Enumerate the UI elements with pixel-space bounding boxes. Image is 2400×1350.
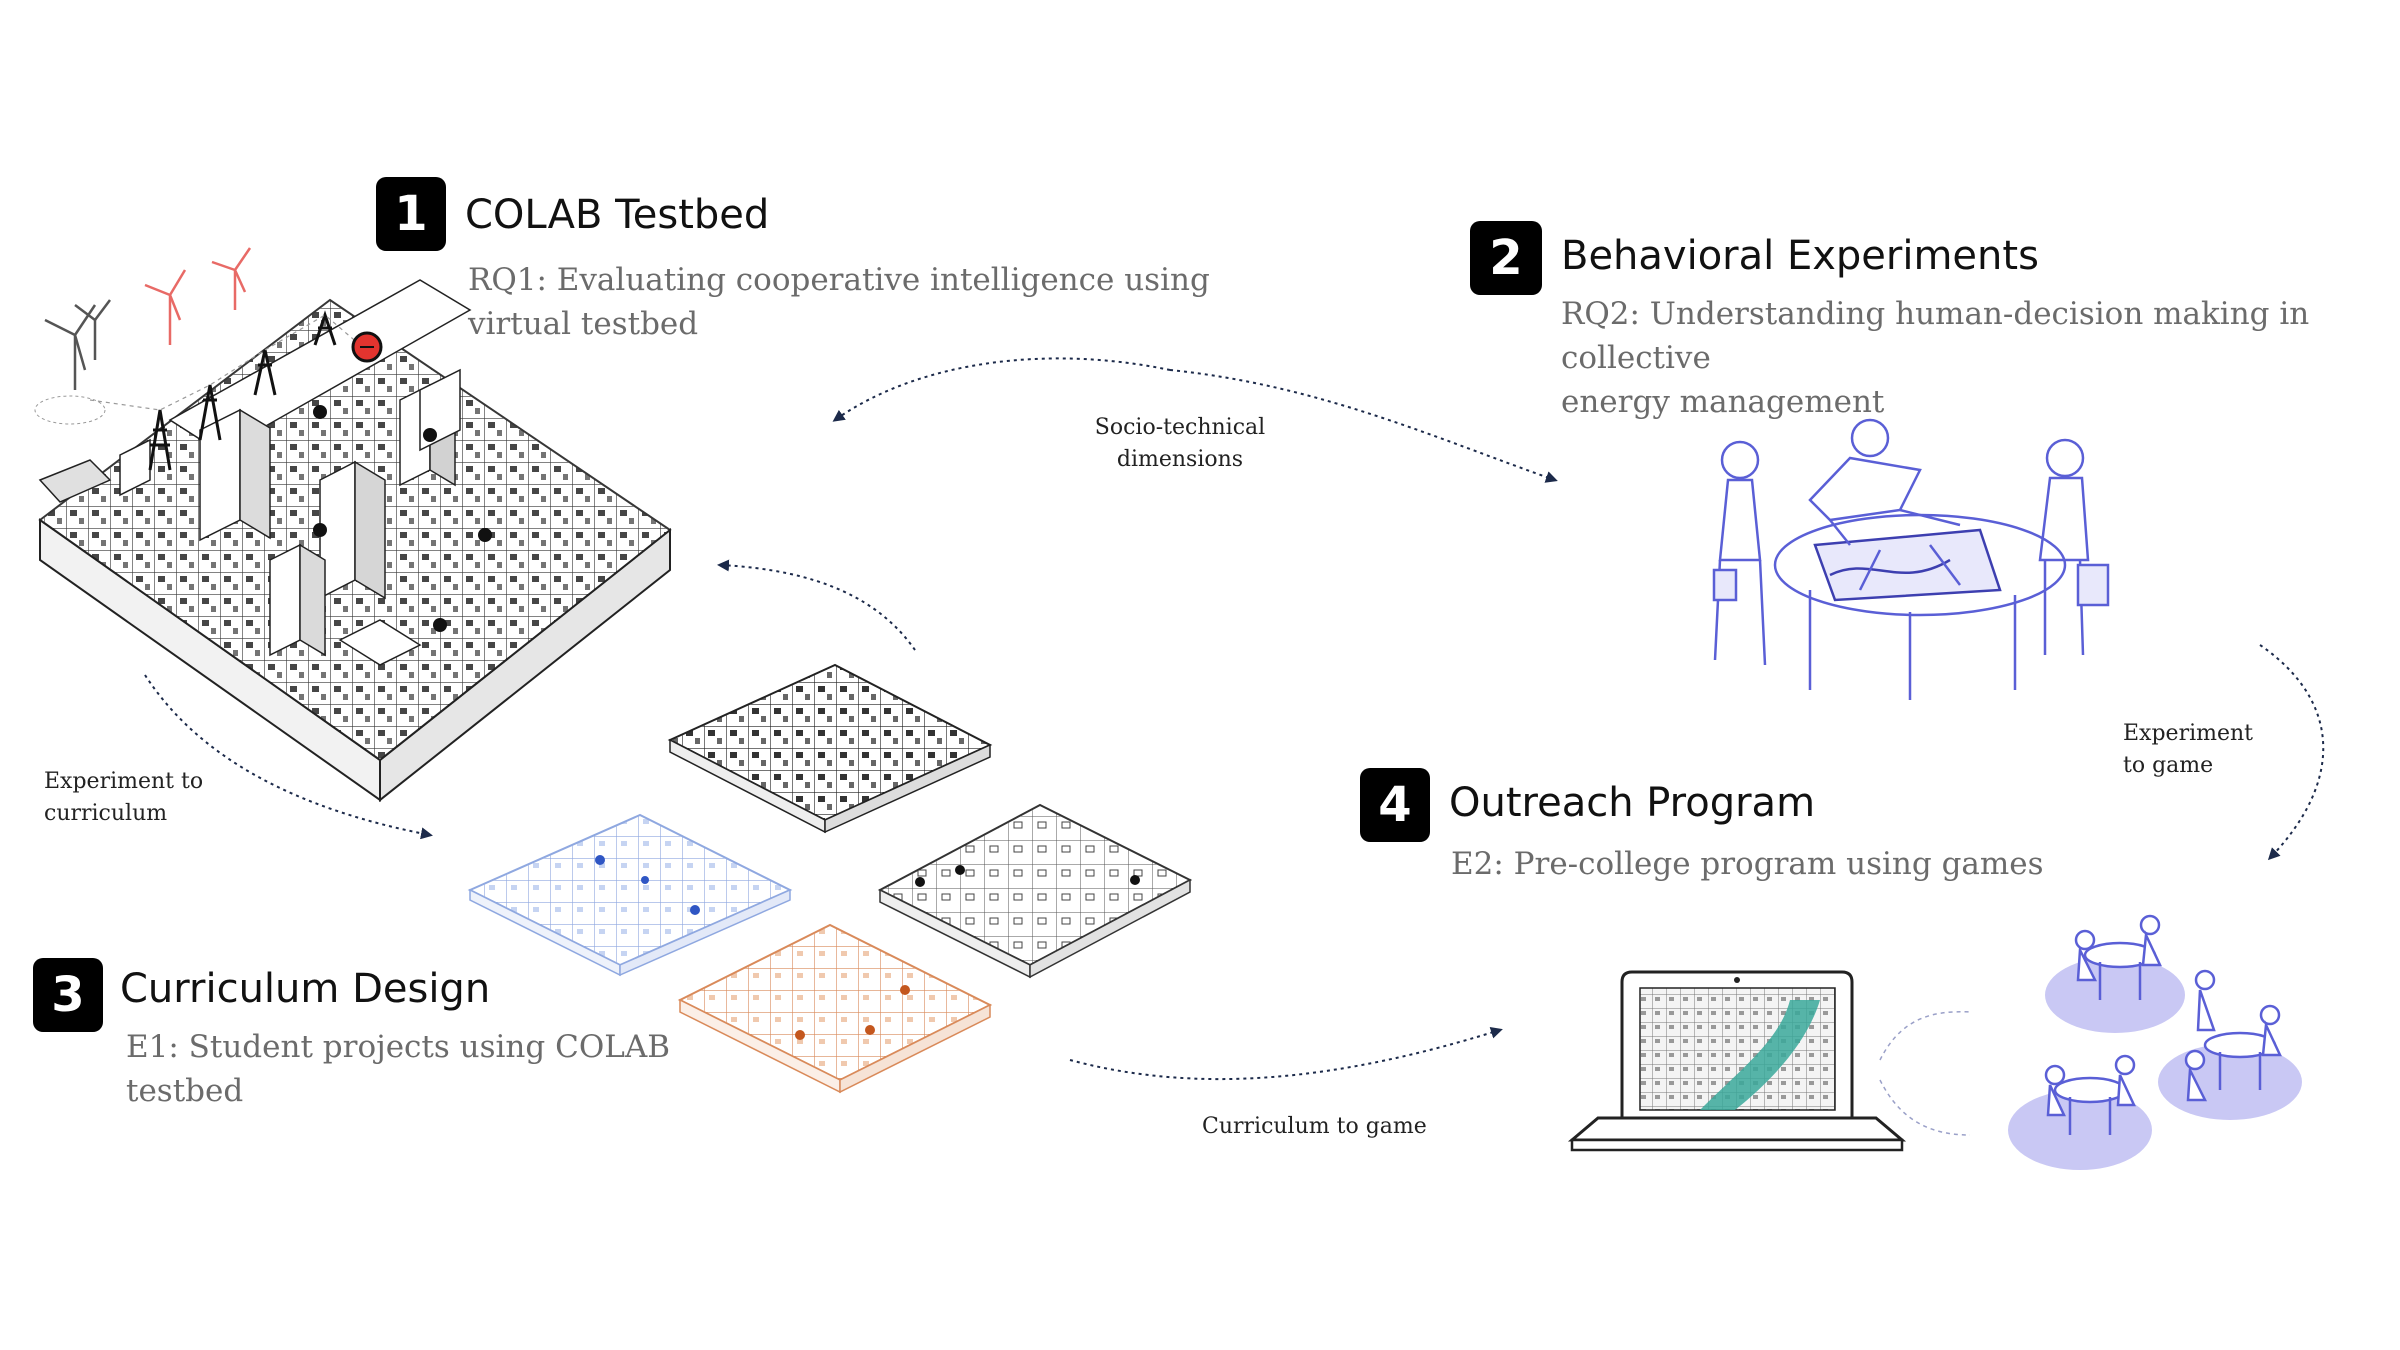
experiment-to-curriculum-label: Experiment to curriculum <box>44 766 203 830</box>
socio-technical-line2: dimensions <box>1116 447 1244 472</box>
curriculum-tiles-illustration <box>467 663 1193 1094</box>
behavioral-experiments-subtitle: RQ2: Understanding human-decision making… <box>1561 292 2400 424</box>
curriculum-design-title: Curriculum Design <box>120 966 491 1012</box>
curriculum-design-subtitle: E1: Student projects using COLAB testbed <box>126 1025 670 1113</box>
experiment-to-curriculum-arrow <box>144 674 433 840</box>
tiles-to-colab-arrow <box>717 559 916 651</box>
behavioral-subtitle-line1: RQ2: Understanding human-decision making… <box>1561 296 2310 376</box>
behavioral-experiments-title: Behavioral Experiments <box>1561 233 2039 279</box>
curriculum-subtitle-line2: testbed <box>126 1073 244 1109</box>
experiment-to-game-arrow <box>2259 644 2325 861</box>
section-badge-1: 1 <box>376 177 446 251</box>
colab-testbed-title: COLAB Testbed <box>465 192 770 238</box>
curriculum-subtitle-line1: E1: Student projects using COLAB <box>126 1029 670 1065</box>
colab-subtitle-line1: RQ1: Evaluating cooperative intelligence… <box>468 262 1210 298</box>
section-badge-3: 3 <box>33 958 103 1032</box>
socio-technical-label: Socio-technical dimensions <box>1080 412 1280 476</box>
section-badge-2: 2 <box>1470 221 1542 295</box>
socio-technical-arrow-right <box>1169 369 1558 483</box>
curriculum-to-game-label: Curriculum to game <box>1202 1114 1427 1139</box>
laptop-to-groups-arrow-bottom <box>1879 1079 1971 1136</box>
laptop-to-groups-arrow-top <box>1879 1011 1971 1061</box>
colab-testbed-subtitle: RQ1: Evaluating cooperative intelligence… <box>468 258 1210 346</box>
laptop-illustration <box>1567 970 1907 1152</box>
curriculum-to-game-arrow <box>1069 1026 1503 1081</box>
behavioral-subtitle-line2: energy management <box>1561 384 1885 420</box>
socio-technical-line1: Socio-technical <box>1094 415 1266 440</box>
colab-city-illustration <box>34 247 672 803</box>
experiment-to-curriculum-line1: Experiment to <box>44 769 204 794</box>
outreach-subtitle-line1: E2: Pre-college program using games <box>1451 846 2044 882</box>
experiment-to-curriculum-line2: curriculum <box>44 801 168 826</box>
experiment-to-game-line2: to game <box>2123 753 2214 778</box>
section-badge-4: 4 <box>1360 768 1430 842</box>
connector-arrows <box>144 357 2325 1081</box>
behavioral-people-illustration <box>1712 418 2110 700</box>
outreach-program-title: Outreach Program <box>1449 780 1816 826</box>
experiment-to-game-label: Experiment to game <box>2123 718 2253 782</box>
colab-subtitle-line2: virtual testbed <box>468 306 699 342</box>
outreach-program-subtitle: E2: Pre-college program using games <box>1451 842 2044 886</box>
experiment-to-game-line1: Experiment <box>2123 721 2254 746</box>
outreach-groups-illustration <box>2008 914 2302 1170</box>
socio-technical-arrow-left <box>832 357 1171 422</box>
